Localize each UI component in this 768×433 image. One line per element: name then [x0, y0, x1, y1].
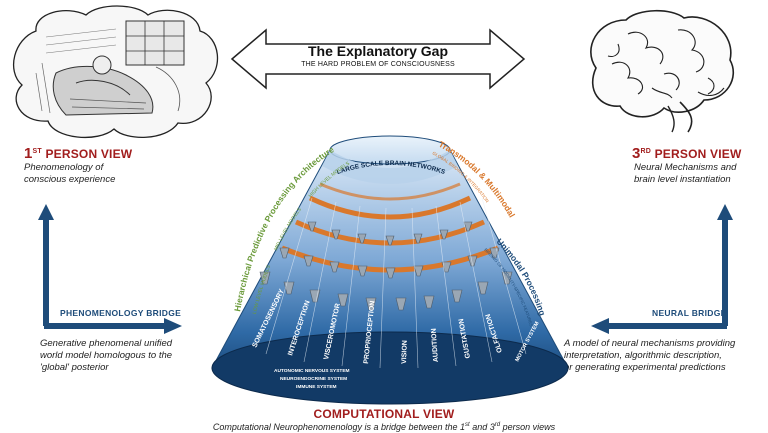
- first-person-desc-2: conscious experience: [24, 174, 116, 185]
- third-person-rest: PERSON VIEW: [651, 147, 742, 161]
- caption-mid: and 3: [469, 422, 495, 432]
- brain-illustration: [590, 9, 735, 133]
- system-neuroendocrine: NEUROENDOCRINE SYSTEM: [280, 376, 347, 382]
- neural-bridge-desc-1: A model of neural mechanisms providing: [564, 338, 736, 349]
- caption-pre: Computational Neurophenomenology is a br…: [212, 422, 466, 432]
- first-person-rest: PERSON VIEW: [41, 147, 133, 161]
- third-person-desc-1: Neural Mechanisms and: [634, 162, 737, 173]
- phenomenology-bridge-arrow: [38, 204, 182, 334]
- caption-post: person views: [500, 422, 556, 432]
- explanatory-gap-arrow: [230, 28, 526, 90]
- neural-bridge-label: NEURAL BRIDGE: [652, 308, 727, 318]
- system-autonomic: AUTONOMIC NERVOUS SYSTEM: [274, 368, 350, 374]
- phenomenology-bridge-desc-1: Generative phenomenal unified: [40, 338, 173, 349]
- caption-sup-2: rd: [494, 422, 501, 428]
- neural-bridge-desc-3: or generating experimental predictions: [564, 362, 726, 373]
- neural-bridge-desc-2: interpretation, algorithmic description,: [564, 350, 722, 361]
- first-person-num: 1: [24, 145, 33, 162]
- computational-view-title: COMPUTATIONAL VIEW: [313, 407, 455, 421]
- phenomenology-bridge-label: PHENOMENOLOGY BRIDGE: [60, 308, 182, 318]
- third-person-desc-2: brain level instantiation: [634, 174, 731, 185]
- modality-audition: AUDITION: [431, 328, 440, 362]
- system-immune: IMMUNE SYSTEM: [296, 384, 337, 390]
- third-person-num: 3: [632, 145, 641, 162]
- neural-bridge-arrow: [591, 204, 733, 334]
- cone-diagram: LARGE SCALE BRAIN NETWORKS Hierarchical …: [211, 135, 569, 405]
- caption-sup-1: st: [465, 422, 470, 428]
- modality-vision: VISION: [401, 340, 409, 364]
- first-person-title: 1ST PERSON VIEW: [24, 145, 132, 162]
- explanatory-gap-title: The Explanatory Gap: [307, 43, 449, 59]
- first-person-illustration: [12, 5, 219, 139]
- third-person-title: 3RD PERSON VIEW: [632, 145, 741, 162]
- computational-caption: Computational Neurophenomenology is a br…: [0, 419, 768, 433]
- phenomenology-bridge-desc-3: 'global' posterior: [40, 362, 109, 373]
- first-person-sup: ST: [32, 148, 42, 155]
- first-person-desc-1: Phenomenology of: [24, 162, 104, 173]
- explanatory-gap-subtitle: THE HARD PROBLEM OF CONSCIOUSNESS: [301, 61, 455, 68]
- third-person-sup: RD: [640, 148, 652, 155]
- phenomenology-bridge-desc-2: world model homologous to the: [40, 350, 173, 361]
